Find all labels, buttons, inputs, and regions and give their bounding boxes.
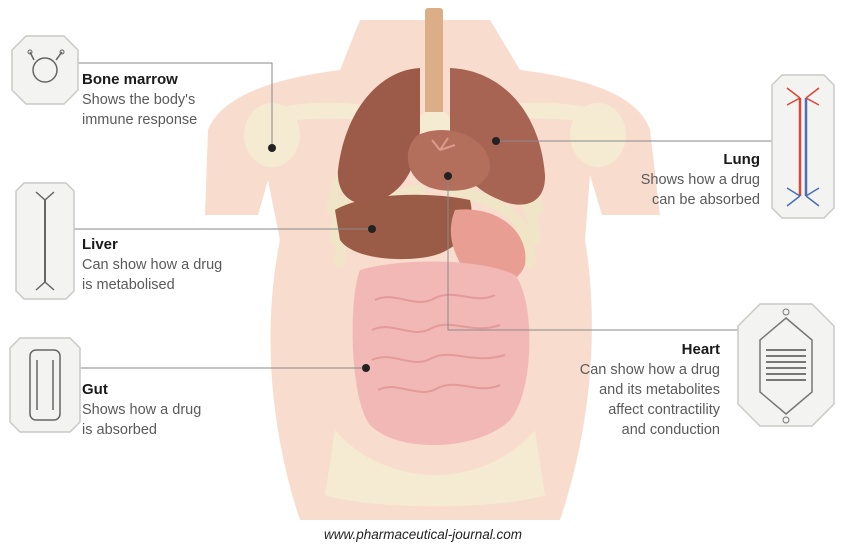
lung-title: Lung [560,150,760,170]
heart-chip-icon [738,304,834,426]
trachea [425,8,443,128]
heart-desc-3: affect contractility [520,400,720,420]
bone-marrow-chip-icon [12,36,78,104]
bone-marrow-desc-1: Shows the body's [82,90,197,110]
lung-desc-2: can be absorbed [560,190,760,210]
heart-desc-1: Can show how a drug [520,360,720,380]
heart-desc-2: and its metabolites [520,380,720,400]
liver-desc-2: is metabolised [82,275,222,295]
source-credit: www.pharmaceutical-journal.com [0,527,846,542]
liver-chip-icon [16,183,74,299]
liver-desc-1: Can show how a drug [82,255,222,275]
gut-chip-icon [10,338,80,432]
liver-label: Liver Can show how a drug is metabolised [82,235,222,295]
heart-label: Heart Can show how a drug and its metabo… [520,340,720,440]
gut-title: Gut [82,380,201,400]
bone-marrow-label: Bone marrow Shows the body's immune resp… [82,70,197,130]
heart-desc-4: and conduction [520,420,720,440]
bone-marrow-title: Bone marrow [82,70,197,90]
gut-label: Gut Shows how a drug is absorbed [82,380,201,440]
lung-desc-1: Shows how a drug [560,170,760,190]
intestines [353,262,530,446]
liver-title: Liver [82,235,222,255]
gut-desc-2: is absorbed [82,420,201,440]
heart-title: Heart [520,340,720,360]
lung-chip-icon [772,75,834,218]
lung-label: Lung Shows how a drug can be absorbed [560,150,760,210]
bone-marrow-desc-2: immune response [82,110,197,130]
gut-desc-1: Shows how a drug [82,400,201,420]
